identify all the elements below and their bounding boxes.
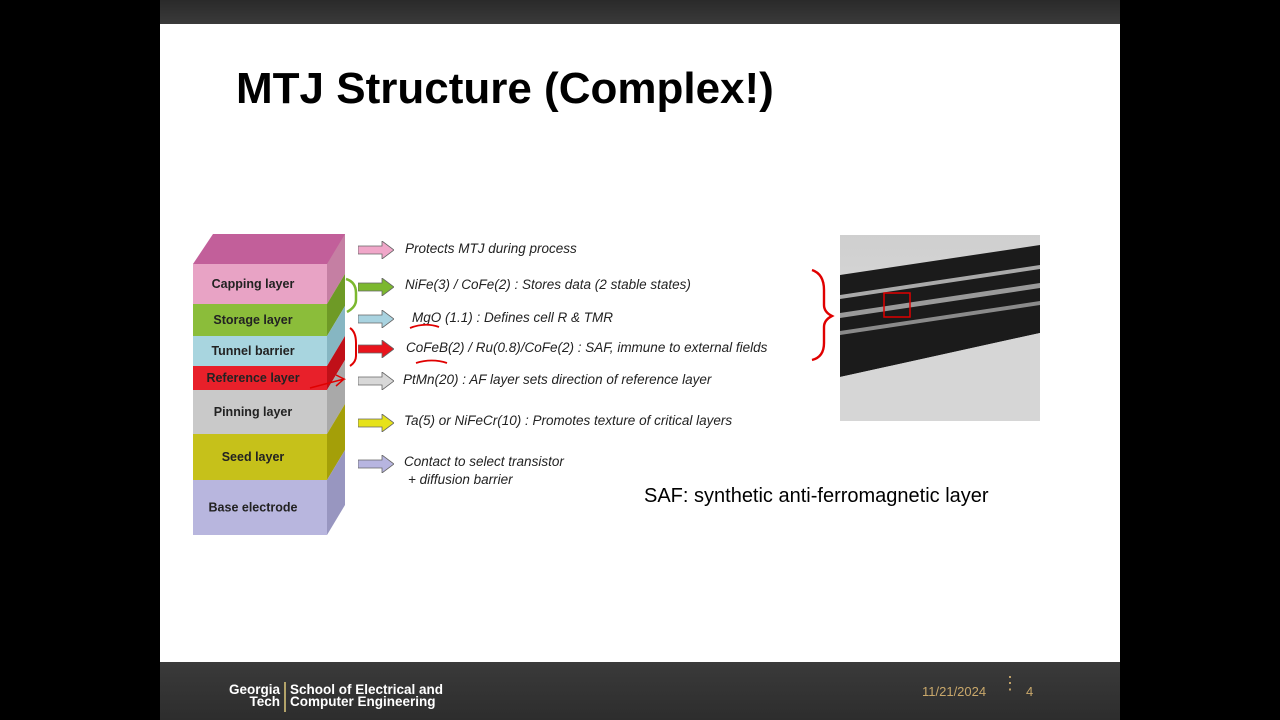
school-line-2: Computer Engineering [290, 696, 443, 708]
slide-date: 11/21/2024 [922, 684, 986, 699]
logo-school-text: School of Electrical and Computer Engine… [290, 684, 443, 708]
right-brace [812, 270, 832, 360]
saf-definition-note: SAF: synthetic anti-ferromagnetic layer [644, 485, 989, 508]
logo-line-2: Tech [220, 696, 280, 708]
left-bracket-green [346, 279, 356, 312]
logo-divider [284, 682, 286, 712]
logo-gt-text: Georgia Tech [220, 684, 280, 708]
left-bracket-red [350, 328, 356, 366]
tem-micrograph-image [840, 235, 1040, 421]
slide-footer: Georgia Tech School of Electrical and Co… [160, 662, 1120, 720]
footer-separator: ⋮ [1001, 680, 1019, 687]
slide-number: 4 [1026, 684, 1033, 699]
mgo-underline [410, 325, 439, 328]
reference-arrow [310, 375, 344, 388]
cofeb-underline [416, 361, 447, 364]
